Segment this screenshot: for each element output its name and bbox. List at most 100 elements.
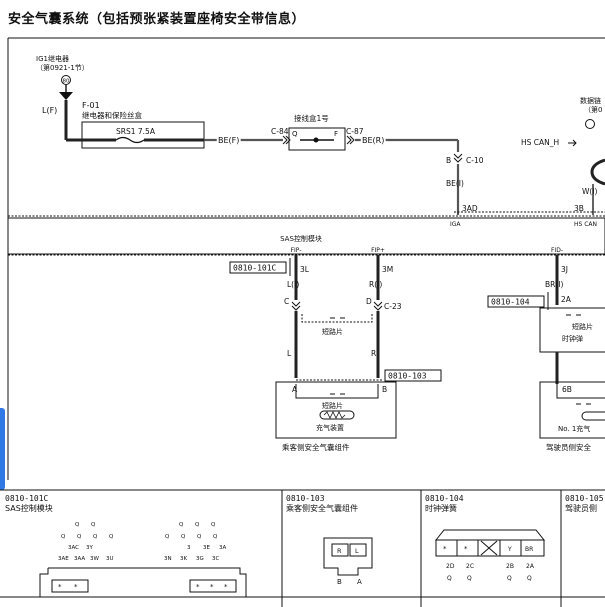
- relay-ref: （第0921-1节）: [36, 63, 89, 72]
- p1-r5-4: *: [224, 583, 228, 591]
- p1-r3-0: 3AC: [68, 545, 79, 551]
- wire-r-label: R: [371, 349, 376, 358]
- junction-f: F: [334, 130, 338, 138]
- c23-pin-c: C: [284, 297, 289, 306]
- passenger-module-box: [275, 381, 397, 439]
- c23-left-connector-icon: [291, 301, 301, 311]
- wire-ri-label: R(I): [369, 280, 382, 289]
- driver-inflator-label: No. 1充气: [558, 424, 590, 433]
- panel-3-connector-cap: [434, 529, 546, 541]
- p3-q-1: Q: [467, 575, 472, 582]
- sas-pin-3l: 3L: [300, 265, 310, 274]
- shorting-bar-2-label: 短路片: [322, 401, 343, 410]
- p1-r1-2: Q: [179, 522, 184, 528]
- p3-q-2: Q: [507, 575, 512, 582]
- connector-101c-tag: [229, 261, 287, 274]
- p3-label-3: 2A: [526, 563, 535, 570]
- p1-r5-1: *: [74, 583, 78, 591]
- panel-2-pin-r: R: [337, 547, 342, 555]
- p3-cell-1: *: [464, 545, 468, 553]
- wire-li-label: L(I): [287, 280, 299, 289]
- c23-label: C-23: [384, 302, 402, 311]
- panel-3-code: 0810-104: [425, 494, 464, 503]
- panel-2-pin-b: B: [337, 578, 342, 586]
- p1-r1-0: Q: [75, 522, 80, 528]
- inflator-resistor-icon: [323, 411, 346, 419]
- panel-3-empty-cavity-icon: [480, 540, 498, 556]
- passenger-short-path: [295, 384, 379, 399]
- passenger-pin-a: A: [292, 385, 298, 394]
- p1-r2-5: Q: [181, 534, 186, 540]
- driver-short-path: [556, 384, 605, 399]
- p3-cell-2: Y: [507, 546, 512, 553]
- datalink-ref: （第0: [584, 105, 602, 114]
- clock-spring-label: 时钟弹: [562, 334, 583, 343]
- panel-1-connector-outline: [39, 567, 247, 597]
- inflator-icon: [319, 410, 355, 420]
- c10-pin: B: [446, 156, 451, 165]
- p1-r4-0: 3AE: [58, 556, 69, 562]
- connector-103-tag: [384, 369, 442, 382]
- connector-103: 0810-103: [388, 372, 427, 381]
- panel-2-cell-l: [349, 543, 367, 557]
- p1-r5-2: *: [196, 583, 200, 591]
- p1-r4-5: 3K: [180, 556, 187, 562]
- p1-r2-1: Q: [77, 534, 82, 540]
- junction-dot: [313, 137, 319, 143]
- fuse-id: F-01: [82, 101, 100, 110]
- panel-2-connector-outline: [323, 537, 373, 576]
- wire-bei-label: BE(I): [446, 179, 464, 188]
- p1-r1-1: Q: [91, 522, 96, 528]
- wire-lf: L(F): [42, 106, 57, 115]
- sas-pin-3j: 3J: [561, 265, 568, 274]
- panel-3-name: 时钟弹簧: [425, 503, 457, 513]
- inflator-label: 充气装置: [316, 423, 344, 432]
- wire-l-label: L: [287, 349, 292, 358]
- panel-3-connector-body: [435, 539, 545, 557]
- p1-r5-0: *: [58, 583, 62, 591]
- hs-can-label: HS CAN_H: [521, 138, 559, 147]
- passenger-pin-b: B: [382, 385, 387, 394]
- sas-pin-3b: 3B: [574, 204, 584, 213]
- junction-left-connector-icon: [282, 135, 291, 145]
- scroll-indicator[interactable]: [0, 408, 5, 490]
- p1-r4-4: 3N: [164, 556, 172, 562]
- twisted-pair-icon: [590, 158, 605, 186]
- c10-label: C-10: [466, 156, 484, 165]
- driver-short-label: 短路片: [572, 322, 593, 331]
- fuse-box-name: 继电器和保险丝盒: [82, 110, 142, 120]
- p3-label-2: 2B: [506, 563, 514, 570]
- hs-can-arrow-icon: [568, 139, 577, 147]
- relay-pin: 80: [63, 79, 70, 85]
- datalink-label: 数据链: [580, 96, 601, 105]
- p1-r1-3: Q: [195, 522, 200, 528]
- wire-bri-label: BR(I): [545, 280, 563, 289]
- p3-label-0: 2D: [446, 563, 455, 570]
- panel-1-pinout: Q Q Q Q Q Q Q Q Q Q Q Q Q 3AC 3Y 3 3E 3A…: [58, 522, 226, 562]
- panel-1-cell-right: [189, 579, 237, 593]
- panel-4-code: 0810-105: [565, 494, 604, 503]
- passenger-module-name: 乘客侧安全气囊组件: [282, 442, 350, 452]
- junction-right-connector-icon: [346, 135, 355, 145]
- panel-1-cell-left: [51, 579, 89, 593]
- c23-right-connector-icon: [373, 301, 383, 311]
- sas-module-box: [7, 217, 605, 255]
- p1-r3-3: 3E: [203, 545, 210, 551]
- shorting-bar-1-path: [301, 314, 373, 323]
- junction-right-conn: C-87: [346, 127, 364, 136]
- junction-q: Q: [292, 130, 298, 138]
- relay-terminal-icon: [59, 92, 73, 100]
- p1-r2-3: Q: [109, 534, 114, 540]
- panel-4-name: 驾驶员侧: [565, 503, 597, 513]
- fuse-box: [81, 121, 205, 149]
- p3-cell-0: *: [443, 545, 447, 553]
- junction-name: 接线盒1号: [294, 113, 329, 123]
- p1-r4-6: 3G: [196, 556, 204, 562]
- sas-fip-plus: FIP+: [371, 247, 385, 254]
- p1-r2-2: Q: [93, 534, 98, 540]
- p1-r2-7: Q: [213, 534, 218, 540]
- page-title: 安全气囊系统（包括预张紧装置座椅安全带信息）: [8, 12, 306, 27]
- p1-r4-2: 3W: [90, 556, 99, 562]
- panel-2-cell-r: [331, 543, 349, 557]
